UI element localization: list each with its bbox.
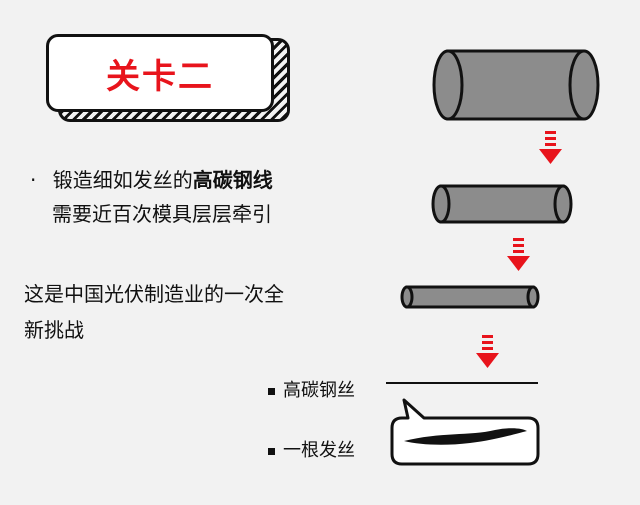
line1-prefix: 锻造细如发丝的: [52, 168, 193, 192]
legend-item-hair: 一根发丝: [268, 436, 355, 462]
cylinder-large: [432, 49, 600, 121]
hair-strand-icon: [404, 428, 527, 445]
line1-bold: 高碳钢线: [192, 168, 273, 192]
para-line-1: 这是中国光伏制造业的一次全: [24, 282, 284, 306]
legend-label-hair: 一根发丝: [283, 440, 355, 461]
square-bullet-icon: [268, 447, 275, 455]
cylinder-medium: [431, 184, 573, 224]
legend-label-steel-wire: 高碳钢丝: [283, 380, 355, 401]
hair-bubble: [390, 398, 540, 466]
down-arrow-icon: [507, 238, 530, 271]
text-line-1: · 锻造细如发丝的高碳钢线: [30, 164, 273, 193]
down-arrow-icon: [539, 131, 562, 164]
title-text: 关卡二: [106, 56, 214, 97]
legend-item-steel-wire: 高碳钢丝: [268, 376, 355, 402]
square-bullet-icon: [268, 387, 275, 395]
cylinder-thin: [400, 285, 540, 309]
bullet-dot: ·: [30, 168, 37, 192]
title-badge: 关卡二: [46, 34, 274, 112]
para-line-2: 新挑战: [24, 318, 84, 342]
text-line-2: 需要近百次模具层层牵引: [52, 202, 272, 226]
down-arrow-icon: [476, 335, 499, 368]
